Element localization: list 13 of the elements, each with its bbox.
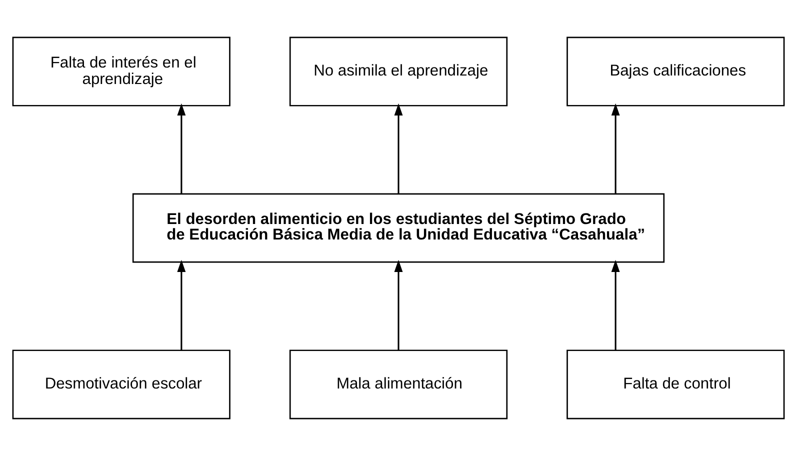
arrow	[177, 260, 186, 350]
node-box: Desmotivación escolar	[12, 350, 230, 420]
arrow	[177, 103, 186, 194]
arrow	[611, 260, 620, 350]
node-box: El desorden alimenticio en los estudiantes del Séptimo Grado de Educación Básica Media de la Unidad Educativa “Casahuala”	[132, 193, 665, 263]
node-box: Bajas calificaciones	[566, 36, 785, 106]
arrow	[394, 260, 403, 350]
node-box: Mala alimentación	[289, 350, 508, 420]
node-box: No asimila el aprendizaje	[289, 36, 508, 106]
arrow	[611, 103, 620, 194]
node-box: Falta de interés en el aprendizaje	[12, 36, 230, 106]
arrow	[394, 103, 403, 194]
node-box: Falta de control	[566, 350, 785, 420]
